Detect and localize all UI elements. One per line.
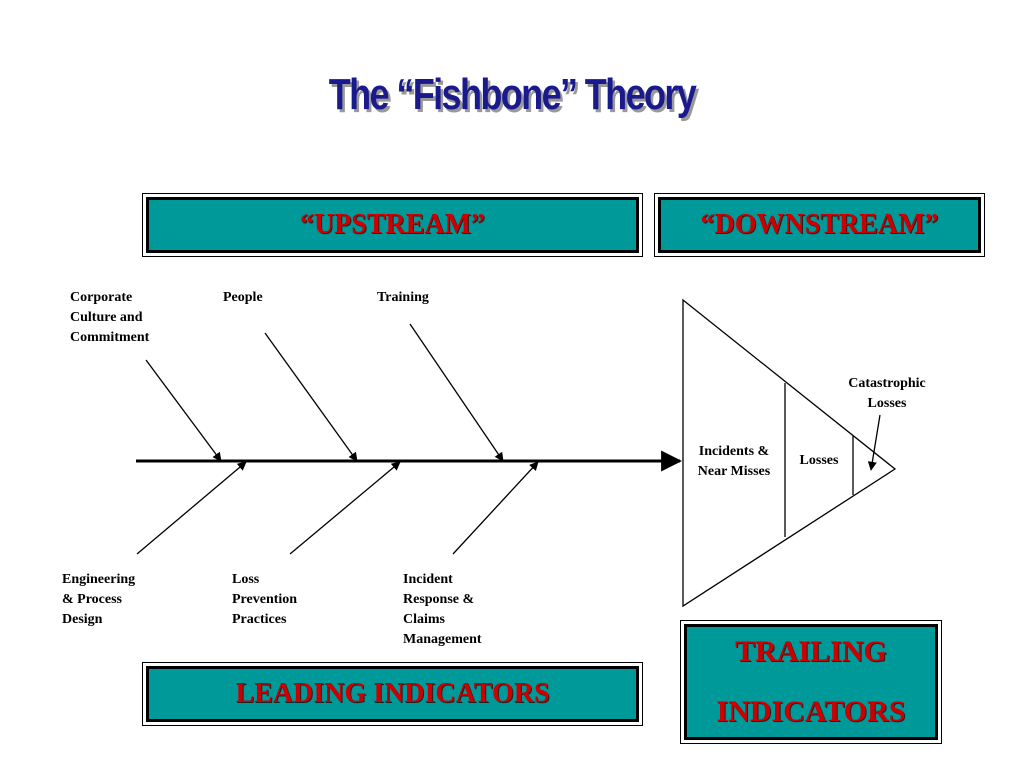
leading-indicators-label: LEADING INDICATORS bbox=[235, 678, 550, 709]
fish-head bbox=[682, 298, 897, 608]
bone-engineering bbox=[136, 461, 247, 555]
upstream-banner: “UPSTREAM” bbox=[142, 193, 643, 257]
label-incidents-near-misses: Incidents & Near Misses bbox=[697, 444, 771, 479]
label-loss-prevention: Loss Prevention Practices bbox=[232, 572, 298, 627]
catastrophic-arrow bbox=[867, 414, 881, 471]
trailing-indicators-label-2: INDICATORS bbox=[716, 695, 906, 728]
bone-incident-response bbox=[452, 461, 539, 555]
label-corporate-culture: Corporate Culture and Commitment bbox=[70, 290, 150, 345]
label-catastrophic-losses: Catastrophic Losses bbox=[848, 376, 926, 411]
downstream-banner: “DOWNSTREAM” bbox=[654, 193, 985, 257]
label-training: Training bbox=[377, 290, 429, 305]
trailing-indicators-label-1: TRAILING bbox=[735, 635, 887, 668]
label-engineering: Engineering & Process Design bbox=[62, 572, 136, 627]
trailing-indicators-banner: TRAILING INDICATORS bbox=[680, 620, 942, 744]
downstream-label: “DOWNSTREAM” bbox=[700, 209, 939, 240]
bone-loss-prevention bbox=[289, 461, 401, 555]
bone-people bbox=[264, 332, 358, 462]
label-people: People bbox=[223, 290, 263, 305]
page-title: The “Fishbone” Theory bbox=[328, 70, 697, 119]
leading-indicators-banner: LEADING INDICATORS bbox=[142, 662, 643, 726]
bone-training bbox=[409, 323, 504, 462]
label-incident-response: Incident Response & Claims Management bbox=[403, 572, 482, 647]
bone-corporate bbox=[145, 359, 222, 462]
upstream-label: “UPSTREAM” bbox=[299, 209, 486, 240]
label-losses: Losses bbox=[799, 453, 839, 468]
